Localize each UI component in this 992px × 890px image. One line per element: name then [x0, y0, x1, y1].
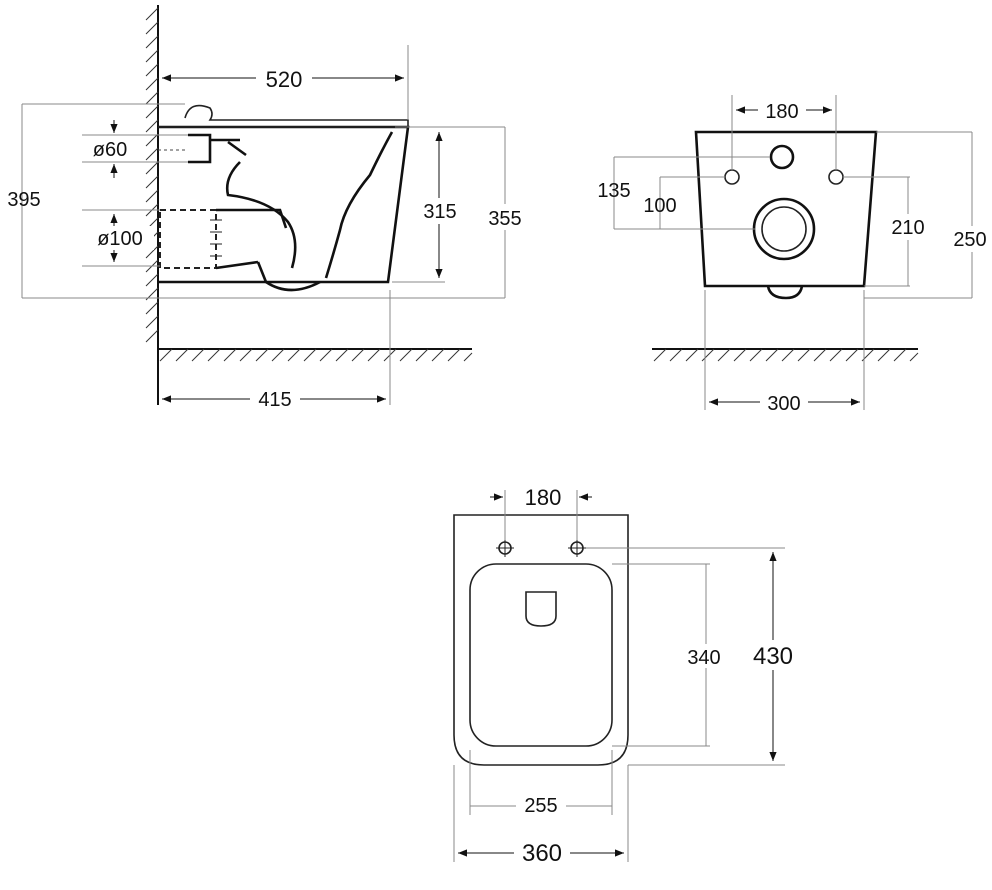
front-dim-width: 300	[704, 290, 865, 415]
wall	[145, 5, 159, 405]
top-dim-label-430: 430	[753, 643, 793, 670]
dim-overall-height: 355	[483, 127, 527, 298]
front-dim-label-100: 100	[643, 195, 676, 217]
top-view: 180 340 430 255	[453, 485, 804, 867]
dim-label-355: 355	[488, 208, 521, 230]
top-dim-bolt-spacing: 180	[490, 485, 592, 540]
bolt-hole-left	[724, 169, 740, 185]
dim-inlet-diameter: ø60	[82, 120, 188, 178]
top-dim-overall-width: 360	[453, 765, 629, 867]
dim-outlet-diameter: ø100	[82, 209, 160, 267]
side-view: 520 395 315 355 ø60	[7, 5, 527, 411]
dim-total-length: 520	[162, 45, 409, 120]
dim-bowl-height: 315	[392, 126, 505, 283]
dim-label-d60: ø60	[93, 139, 127, 161]
front-dim-bolt-height: 135	[597, 156, 770, 230]
front-dim-label-180: 180	[765, 101, 798, 123]
bolt-hole-top-right	[568, 539, 586, 557]
bowl-opening	[469, 563, 613, 747]
top-dim-label-340: 340	[687, 647, 720, 669]
bolt-hole-right	[828, 169, 844, 185]
floor	[158, 348, 473, 362]
top-dim-bowl-width: 255	[469, 750, 613, 817]
dim-label-520: 520	[266, 67, 303, 92]
front-dim-overall-height: 250	[864, 131, 991, 299]
dim-projection: 415	[162, 290, 391, 411]
inlet-circle	[769, 144, 795, 170]
toilet-side-outline	[158, 104, 410, 292]
top-dim-label-360: 360	[522, 840, 562, 867]
front-floor	[652, 348, 919, 362]
outlet-circle-inner	[761, 206, 807, 252]
drain-outline	[525, 591, 557, 627]
outlet-bottom	[766, 285, 804, 300]
dim-total-height: 395	[7, 103, 505, 299]
toilet-top-outline	[453, 514, 629, 766]
bolt-hole-top-left	[496, 539, 514, 557]
toilet-front-outline	[694, 130, 878, 288]
front-dim-outlet-height: 100	[643, 176, 725, 229]
top-dim-label-180: 180	[525, 485, 562, 510]
front-view: 180 135 100 210 250	[597, 95, 991, 415]
front-dim-label-300: 300	[767, 393, 800, 415]
front-dim-label-250: 250	[953, 229, 986, 251]
outlet-circle-outer	[752, 197, 816, 261]
dim-label-415: 415	[258, 389, 291, 411]
front-dim-bowl-height: 210	[843, 176, 931, 287]
dim-label-315: 315	[423, 201, 456, 223]
front-dim-label-210: 210	[891, 217, 924, 239]
dim-label-395: 395	[7, 189, 40, 211]
front-dim-bolt-spacing: 180	[731, 95, 837, 170]
top-dim-overall-length: 430	[586, 547, 804, 766]
dim-label-d100: ø100	[97, 228, 143, 250]
top-dim-label-255: 255	[524, 795, 557, 817]
top-dim-bowl-length: 340	[612, 563, 730, 747]
front-dim-label-135: 135	[597, 180, 630, 202]
